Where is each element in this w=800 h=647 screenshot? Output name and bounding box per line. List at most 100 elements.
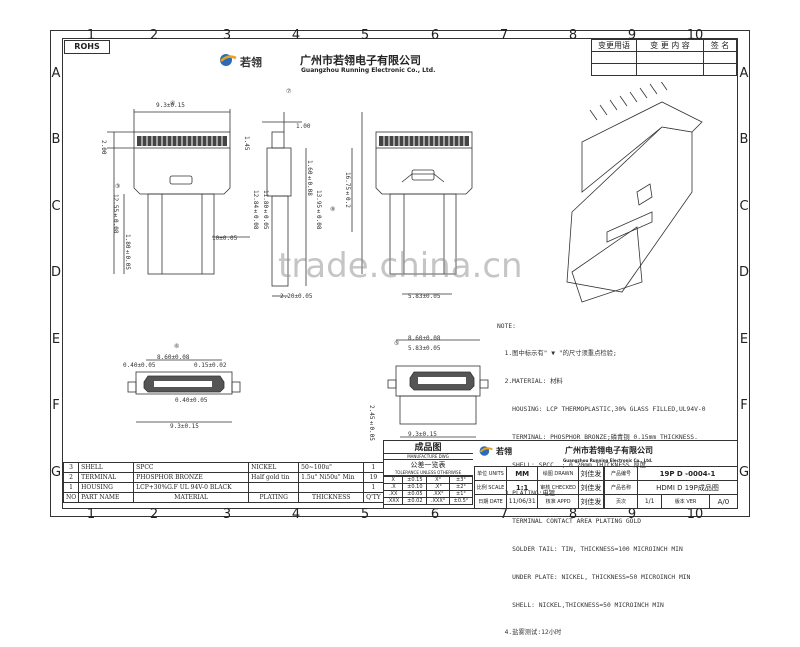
dimension-label: 0.40±0.05 [123, 362, 156, 369]
dimension-label: 5.83±0.05 [408, 293, 441, 300]
bom-row: 3 SHELL SPCC NICKEL 50~100u" 1 [62, 462, 384, 473]
grid-col-label: 5 [360, 507, 370, 522]
titleblock-company-cn: 广州市若翎电子有限公司 [565, 446, 653, 455]
watermark: trade.china.cn [278, 246, 523, 286]
dimension-label: 8.60±0.08 [408, 335, 441, 342]
grid-row-label: G [738, 465, 750, 480]
grid-row-label: D [738, 265, 749, 280]
face-view-6 [127, 359, 241, 423]
company-logo-icon [479, 446, 493, 456]
tolerance-section: 成品图 MANUFACTURE DWG 公差一览表 TOLERANCE UNLE… [382, 440, 474, 509]
company-name-cn: 广州市若翎电子有限公司 [300, 54, 421, 67]
info-table: 单位 UNITS MM 绘图 DRAWN 刘佳发 比例 SCALE 1:1 审核… [473, 466, 605, 509]
logo-text: 若翎 [240, 56, 262, 69]
titleblock-logo-text: 若翎 [496, 447, 512, 456]
product-title-en: MANUFACTURE DWG [407, 454, 449, 459]
dimension-label: 5.83±0.05 [408, 345, 441, 352]
dimension-label: 2.45±0.05 [368, 405, 375, 441]
grid-row-label: F [52, 398, 60, 413]
dimension-label: 12.55±0.08 [112, 194, 119, 234]
view-marker: ⑤ [394, 340, 400, 347]
note-line: HOUSING: LCP THERMOPLASTIC,30% GLASS FIL… [497, 406, 706, 414]
part-info-table: 产品编号 19P D -0004-1 产品名称 HDMI D 19P成品图 页次… [604, 466, 739, 509]
view-marker: ⑥ [174, 343, 180, 350]
side-view-7 [262, 112, 307, 297]
note-line: NOTE: [497, 322, 516, 330]
view-marker: ⑦ [286, 88, 292, 95]
grid-col-label: 1 [86, 507, 96, 522]
grid-row-label: C [51, 199, 61, 214]
dimension-label: 9.3±0.15 [156, 102, 185, 109]
view-marker: ④ [170, 100, 176, 107]
note-line: SHELL: SPCC. ; 0.20mm THICKNESS.厚度 [497, 462, 647, 470]
note-line: SHELL: NICKEL,THICKNESS=50 MICROINCH MIN [497, 601, 664, 609]
note-line: SOLDER TAIL: TIN, THICKNESS=100 MICROINC… [497, 545, 683, 553]
grid-col-label: 7 [499, 507, 509, 522]
grid-row-label: C [739, 199, 749, 214]
note-line: 1.图中标示有" ▼ "的尺寸须重点检验; [497, 350, 617, 358]
dimension-label: 1.80±0.05 [124, 234, 131, 270]
grid-col-label: 8 [568, 507, 578, 522]
view-marker: ③ [115, 183, 121, 190]
bom-row: 2 TERMINAL PHOSPHOR BRONZE Half gold tin… [62, 472, 384, 483]
grid-col-label: 9 [627, 507, 637, 522]
revision-table: 变更用语 变 更 内 容 签 名 [591, 39, 737, 76]
dimension-label: 1.00 [296, 123, 311, 130]
dimension-label: 13.95±0.08 [315, 190, 322, 230]
note-line: 4.盐雾测试:12小时 [497, 629, 562, 637]
grid-row-label: B [51, 132, 61, 147]
grid-row-label: F [740, 398, 748, 413]
grid-col-label: 2 [149, 28, 159, 43]
grid-col-label: 8 [568, 28, 578, 43]
grid-col-label: 10 [686, 507, 704, 522]
grid-col-label: 9 [627, 28, 637, 43]
grid-col-label: 4 [291, 507, 301, 522]
grid-col-label: 7 [499, 28, 509, 43]
technical-drawing [107, 82, 703, 438]
dimension-label: 9.3±0.15 [170, 423, 199, 430]
grid-col-label: 4 [291, 28, 301, 43]
dimension-label: 8.60±0.08 [157, 354, 190, 361]
grid-col-label: 6 [430, 507, 440, 522]
grid-row-label: A [51, 66, 61, 81]
dimension-label: 12.84±0.08 [252, 190, 259, 230]
face-view-5 [387, 339, 489, 438]
dimension-label: 16.75±0.2 [344, 172, 351, 208]
dimension-label: 1.60±0.08 [306, 160, 313, 196]
dimension-label: 0.40±0.05 [175, 397, 208, 404]
grid-col-label: 3 [222, 507, 232, 522]
tolerance-title-en: TOLERANCE UNLESS OTHERWISE [383, 470, 473, 476]
note-line: TERMINAL CONTACT AREA PLATING GOLD [497, 517, 642, 525]
company-name-en: Guangzhou Running Electronic Co., Ltd. [301, 67, 436, 74]
back-view-3 [351, 112, 473, 295]
rev-header-content: 变 更 内 容 [636, 39, 704, 52]
dimension-label: 1.45 [243, 136, 250, 151]
dimension-label: 9.3±0.15 [408, 431, 437, 438]
grid-col-label: 5 [360, 28, 370, 43]
view-marker: ⑧ [330, 206, 336, 213]
bom-row: 1 HOUSING LCP+30%G.F UL 94V-0 BLACK 1 [62, 482, 384, 493]
rev-header-change-term: 变更用语 [591, 39, 637, 52]
grid-row-label: E [739, 332, 749, 347]
dimension-label: 2.20±0.05 [280, 293, 313, 300]
titleblock-company-en: Guangzhou Running Electronic Co., Ltd. [563, 458, 653, 463]
product-title-cn: 成品图 [383, 440, 473, 454]
note-line: UNDER PLATE: NICKEL, THICKNESS=50 MICROI… [497, 573, 691, 581]
bom-table: 3 SHELL SPCC NICKEL 50~100u" 1 2 TERMINA… [62, 462, 384, 503]
grid-row-label: G [50, 465, 62, 480]
grid-col-label: 3 [222, 28, 232, 43]
dimension-label: 10±0.05 [212, 235, 238, 242]
grid-col-label: 6 [430, 28, 440, 43]
grid-row-label: D [50, 265, 61, 280]
grid-row-label: E [51, 332, 61, 347]
rohs-badge: ROHS [64, 40, 110, 54]
company-logo-icon [220, 54, 237, 66]
note-line: TERMINAL: PHOSPHOR BRONZE;磷青铜 0.15mm THI… [497, 434, 698, 442]
note-line: 2.MATERIAL: 材料 [497, 378, 563, 386]
drawing-sheet-border [50, 30, 750, 517]
rev-header-sign: 签 名 [703, 39, 737, 52]
grid-row-label: B [739, 132, 749, 147]
bom-header-row: NO PART NAME MATERIAL PLATING THICKNESS … [62, 492, 384, 503]
grid-col-label: 2 [149, 507, 159, 522]
